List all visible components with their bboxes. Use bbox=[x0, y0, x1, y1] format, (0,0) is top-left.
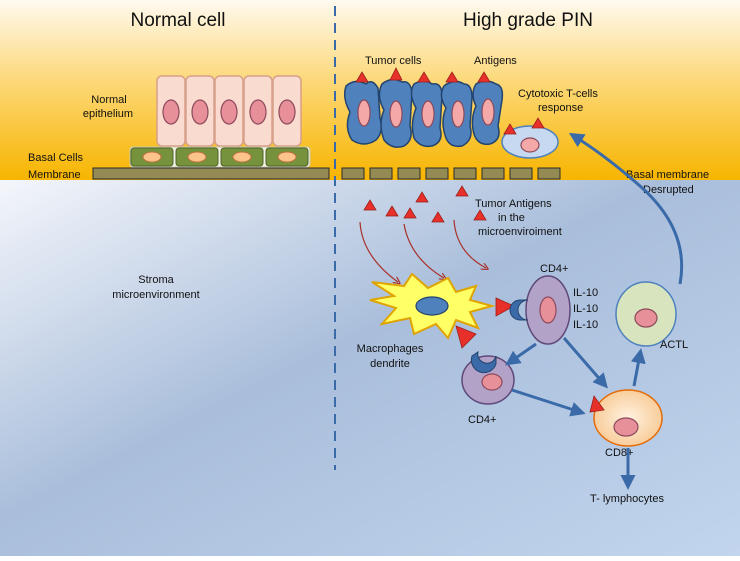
free-antigens bbox=[363, 185, 487, 223]
cd8-label: CD8+ bbox=[605, 447, 633, 459]
basal-membrane-label-2: Desrupted bbox=[643, 184, 694, 196]
cytotoxic-t-cell bbox=[501, 117, 559, 159]
antigen-uptake-arrows bbox=[359, 219, 486, 282]
tumor-cells bbox=[343, 78, 504, 148]
stroma-label: Stroma bbox=[138, 274, 174, 286]
cd4-top-label: CD4+ bbox=[540, 263, 568, 275]
cd4-cell-bottom bbox=[461, 350, 515, 405]
tumor-antigens-label: Tumor Antigens bbox=[475, 198, 552, 210]
tumor-antigens-label-2: in the bbox=[498, 212, 525, 224]
il10-label-1: IL-10 bbox=[573, 287, 598, 299]
il10-label-3: IL-10 bbox=[573, 319, 598, 331]
stroma-background bbox=[0, 180, 740, 556]
normal-cell-title: Normal cell bbox=[130, 10, 225, 31]
tumor-antigens-label-3: microenviroiment bbox=[478, 226, 562, 238]
basal-membrane-label: Basal membrane bbox=[626, 169, 709, 181]
cytotoxic-label-2: response bbox=[538, 102, 583, 114]
antigens-label: Antigens bbox=[474, 55, 517, 67]
cd4-bottom-label: CD4+ bbox=[468, 414, 496, 426]
flow-arrows bbox=[505, 132, 684, 490]
t-lymphocytes-label: T- lymphocytes bbox=[590, 493, 664, 505]
membrane-normal bbox=[92, 167, 330, 180]
high-grade-pin-title: High grade PIN bbox=[463, 10, 593, 31]
antigens-on-tumor bbox=[355, 67, 491, 83]
membrane-label: Membrane bbox=[28, 169, 81, 181]
membrane-disrupted bbox=[341, 167, 561, 180]
cytotoxic-label: Cytotoxic T-cells bbox=[518, 88, 598, 100]
normal-epithelium-label: Normal bbox=[91, 94, 126, 106]
il10-label-2: IL-10 bbox=[573, 303, 598, 315]
macrophages-label-2: dendrite bbox=[370, 358, 410, 370]
macrophages-label: Macrophages bbox=[357, 343, 424, 355]
normal-epithelium bbox=[156, 75, 302, 147]
actl-cell bbox=[615, 281, 677, 347]
basal-cells bbox=[129, 146, 311, 168]
actl-label: ACTL bbox=[660, 339, 688, 351]
tumor-cells-label: Tumor cells bbox=[365, 55, 422, 67]
cd4-cell-top bbox=[509, 275, 571, 345]
macrophage-dendritic-cell bbox=[369, 272, 515, 349]
stroma-label-2: microenvironment bbox=[112, 289, 199, 301]
normal-epithelium-label-2: epithelium bbox=[83, 108, 133, 120]
basal-cells-label: Basal Cells bbox=[28, 152, 84, 164]
cd8-cell bbox=[589, 389, 663, 447]
